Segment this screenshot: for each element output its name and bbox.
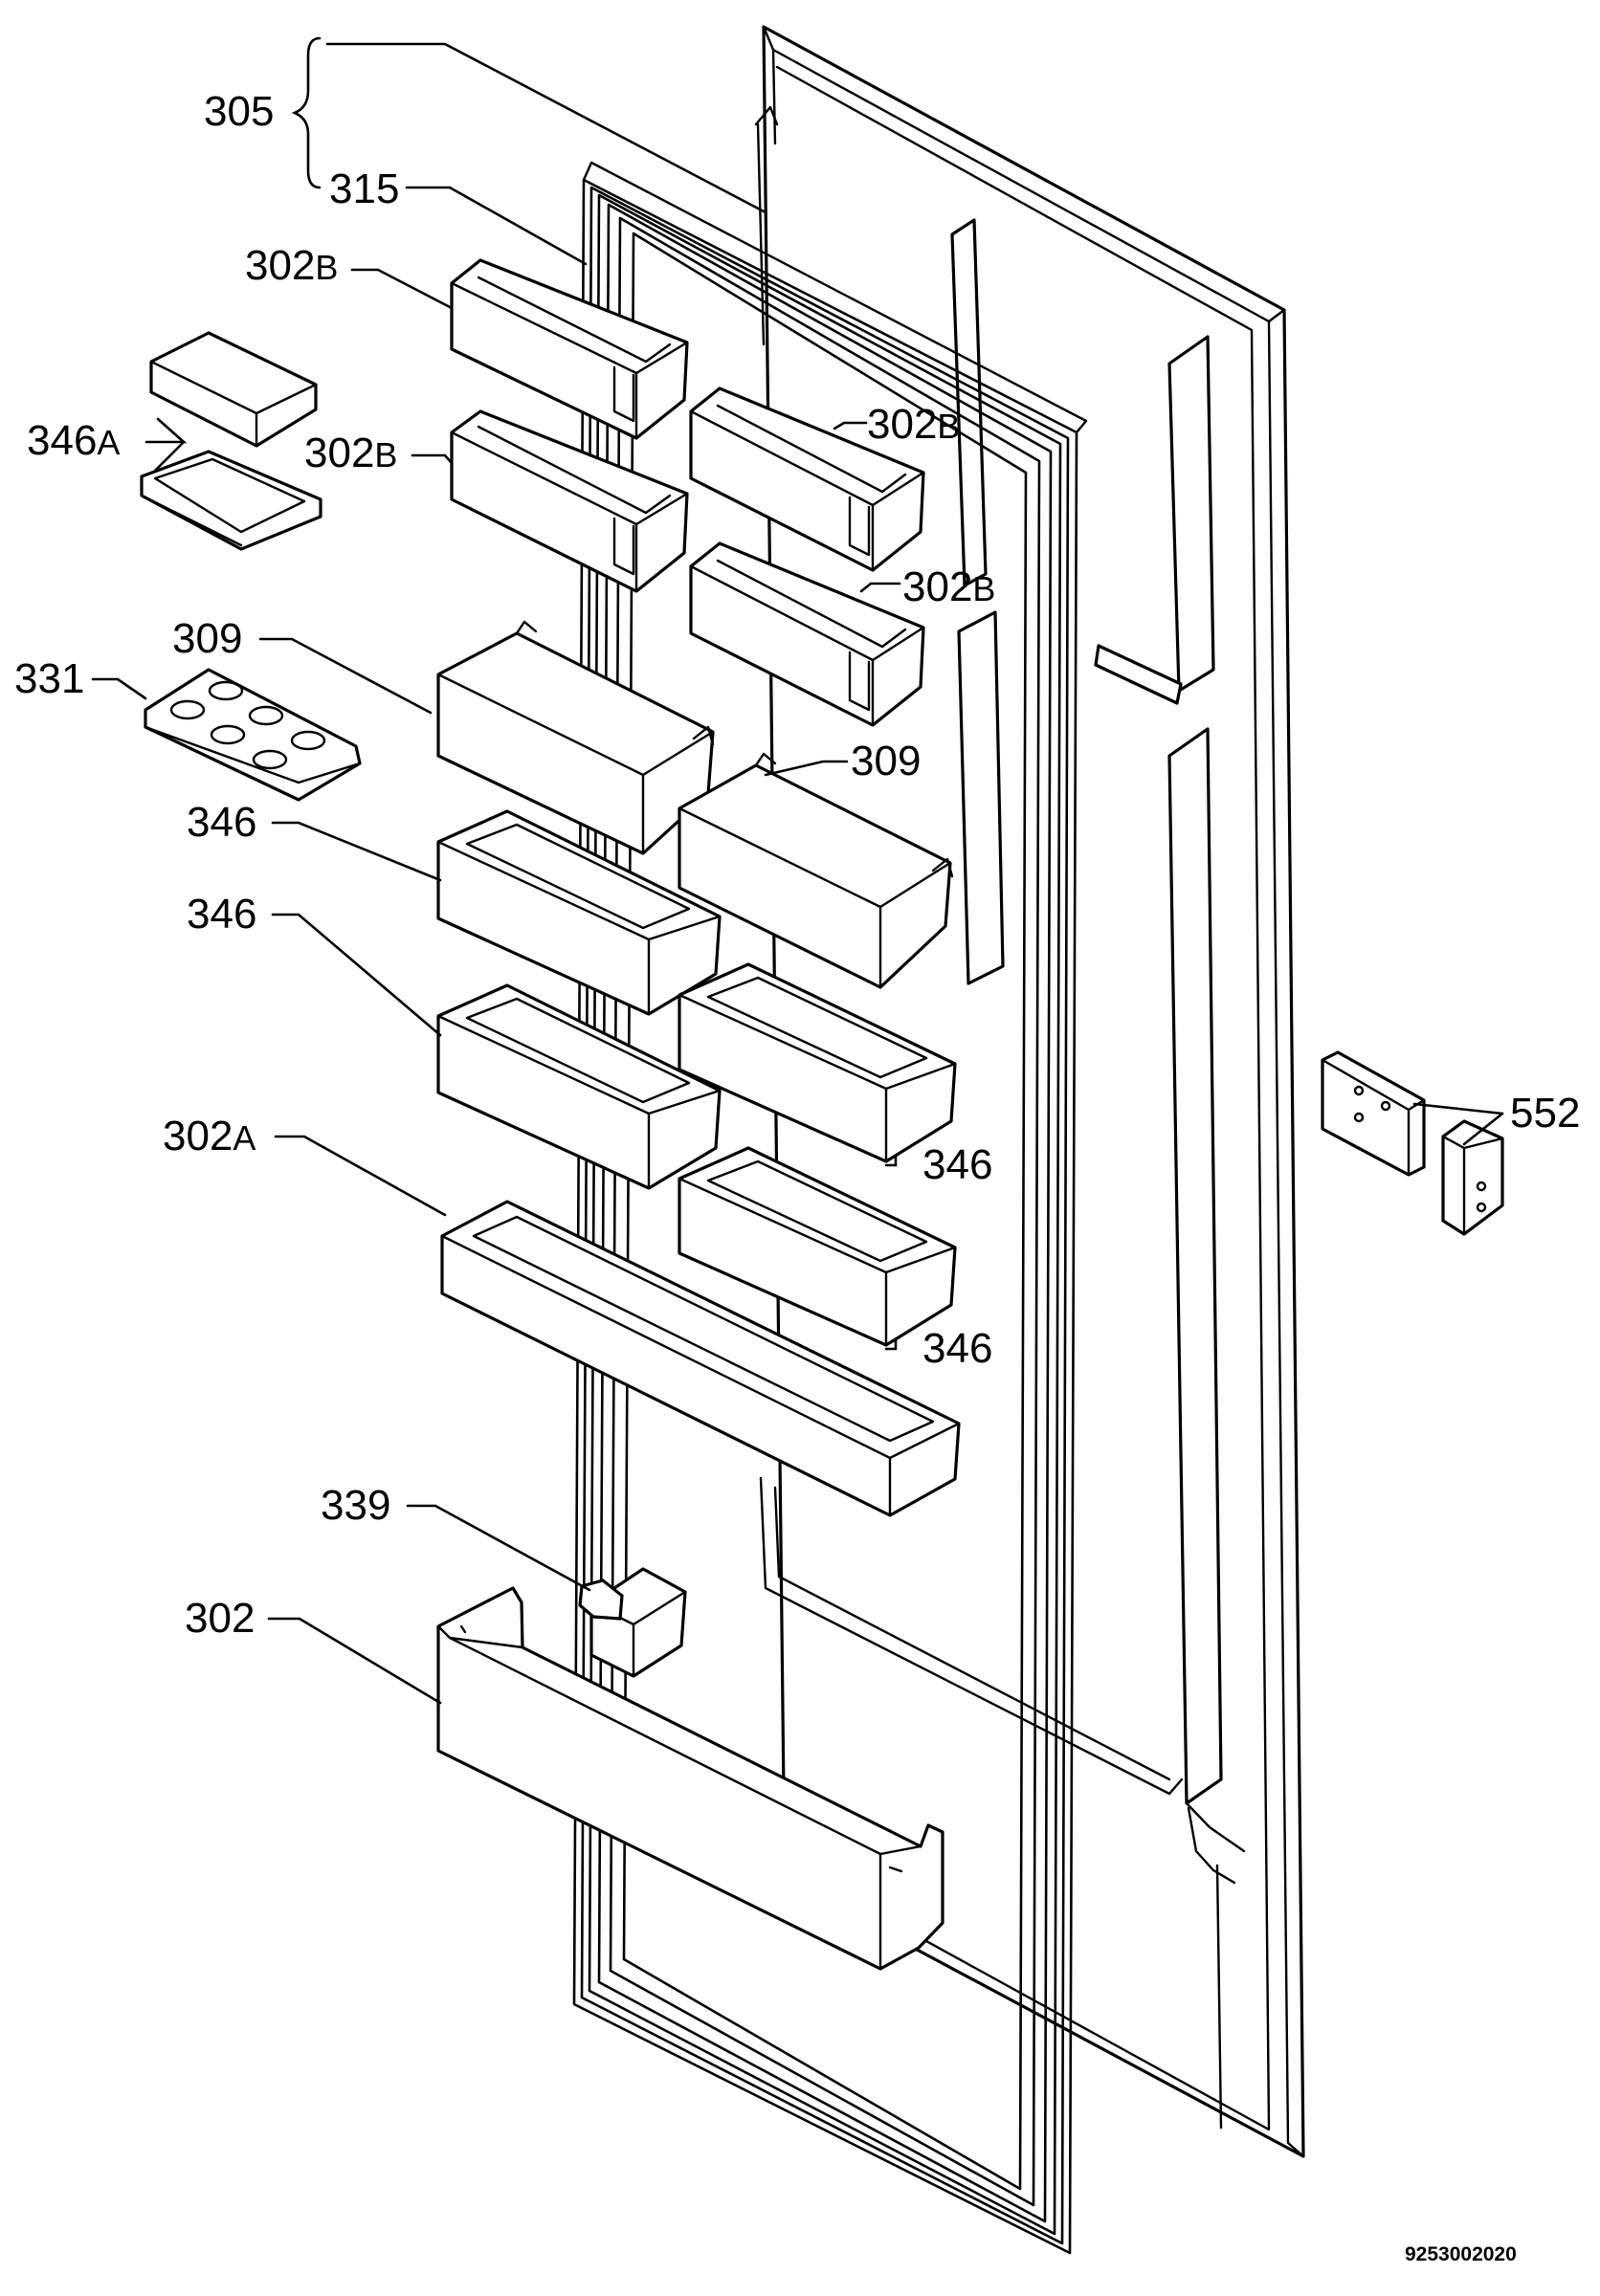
- leader-346-4: [884, 1337, 898, 1351]
- egg-tray-331: [144, 668, 362, 802]
- callout-339: 339: [321, 1482, 390, 1529]
- leader-302: [267, 1617, 442, 1705]
- callout-labels: 305 315 302B 302B 302B 302B 346A 309 309…: [14, 88, 1580, 1642]
- callout-331: 331: [14, 655, 84, 702]
- dairy-cover-309-right: [678, 752, 954, 989]
- callout-346a: 346A: [27, 417, 120, 464]
- callout-302b-lower-right: 302B: [902, 563, 995, 610]
- leader-315: [405, 186, 588, 266]
- door-shelf-302a: [440, 1200, 961, 1517]
- door-bin-302b-lower-right: [689, 541, 925, 727]
- leader-309-left: [258, 637, 433, 715]
- leader-552: [1412, 1102, 1504, 1115]
- leader-346a-2: [153, 440, 186, 473]
- leader-302b-4: [859, 582, 901, 593]
- leader-339: [406, 1504, 591, 1592]
- door-bin-346-upper-right: [678, 962, 957, 1163]
- callout-305-brace: [291, 36, 322, 189]
- callout-302b-lower-left: 302B: [304, 430, 397, 476]
- callout-346-upper-right: 346: [922, 1141, 992, 1188]
- callout-315: 315: [329, 166, 399, 212]
- dairy-cover-309-left: [436, 620, 715, 855]
- leader-309-right: [764, 760, 849, 777]
- hinge-bracket-552: [1321, 1050, 1504, 1236]
- door-bin-302b-lower-left: [450, 409, 689, 593]
- callout-302a: 302A: [163, 1113, 256, 1159]
- door-bin-346-upper-left: [436, 809, 722, 1016]
- leader-lines: [91, 42, 1504, 1705]
- leader-302b-1: [350, 268, 454, 310]
- document-number: 9253002020: [1405, 2243, 1517, 2265]
- door-shelf-302-bottom: [436, 1586, 944, 1971]
- leader-302b-2: [411, 453, 454, 465]
- callout-346-lower-left: 346: [187, 891, 256, 938]
- callout-305: 305: [204, 88, 274, 135]
- door-bin-346-lower-right: [678, 1146, 957, 1347]
- leader-331: [91, 677, 147, 700]
- leader-552-2: [1462, 1112, 1504, 1146]
- callout-346-lower-right: 346: [922, 1325, 992, 1372]
- leader-302a: [274, 1135, 447, 1217]
- door-outer-panel: [754, 25, 1305, 2158]
- butter-box-346a: [140, 331, 322, 551]
- door-bin-302b-upper-left: [450, 258, 689, 440]
- callout-346-upper-left: 346: [187, 799, 256, 846]
- door-bin-302b-upper-right: [689, 386, 925, 572]
- leader-302b-3: [833, 421, 868, 430]
- leader-346-3: [884, 1154, 898, 1167]
- callout-309-left: 309: [172, 615, 242, 662]
- leader-346-2: [271, 913, 442, 1037]
- callout-302b-upper-right: 302B: [867, 401, 960, 448]
- callout-309-right: 309: [851, 738, 921, 784]
- leader-346-1: [271, 821, 442, 882]
- clip-339: [578, 1567, 687, 1678]
- callout-302b-upper-left: 302B: [245, 242, 338, 289]
- leader-305: [325, 42, 767, 214]
- door-bin-346-lower-left: [436, 983, 722, 1190]
- leader-346a: [144, 417, 188, 444]
- callout-552: 552: [1510, 1090, 1580, 1137]
- door-gasket: [572, 161, 1088, 2255]
- callout-302: 302: [185, 1595, 255, 1642]
